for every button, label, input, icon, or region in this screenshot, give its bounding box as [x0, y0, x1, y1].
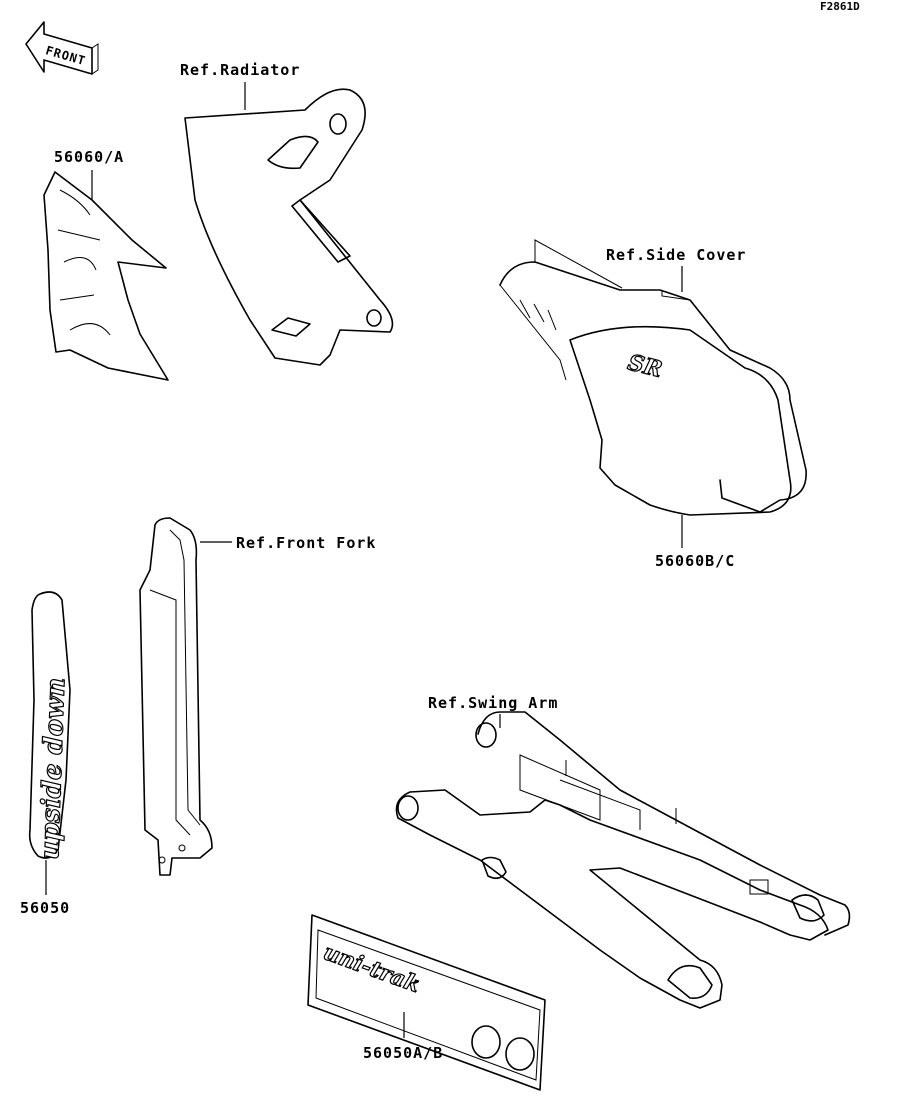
front-fork-guard-part: [139, 517, 213, 876]
side-cover-logo: SR: [625, 349, 664, 382]
uni-trak-decal: uni-trak: [307, 914, 546, 1091]
part-56060-bc-label: 56060B/C: [655, 552, 735, 570]
swing-arm-part: [395, 711, 851, 1009]
ref-front-fork-label: Ref.Front Fork: [236, 534, 376, 552]
side-cover-part: SR: [499, 239, 807, 516]
part-56050-label: 56050: [20, 899, 70, 917]
shroud-decal-56060a: [43, 171, 169, 381]
part-56050-ab-label: 56050A/B: [363, 1044, 443, 1062]
part-56060-a-label: 56060/A: [54, 148, 124, 166]
upside-down-decal: upside down: [28, 591, 72, 861]
fork-decal-text: upside down: [35, 677, 71, 860]
figure-code: F2861D: [820, 0, 860, 13]
radiator-shroud-part: [184, 88, 394, 366]
front-arrow-icon: FRONT: [25, 21, 99, 75]
front-arrow-label: FRONT: [44, 43, 87, 68]
ref-side-cover-label: Ref.Side Cover: [606, 246, 746, 264]
swing-arm-decal-text: uni-trak: [320, 939, 424, 998]
ref-swing-arm-label: Ref.Swing Arm: [428, 694, 558, 712]
ref-radiator-label: Ref.Radiator: [180, 61, 300, 79]
